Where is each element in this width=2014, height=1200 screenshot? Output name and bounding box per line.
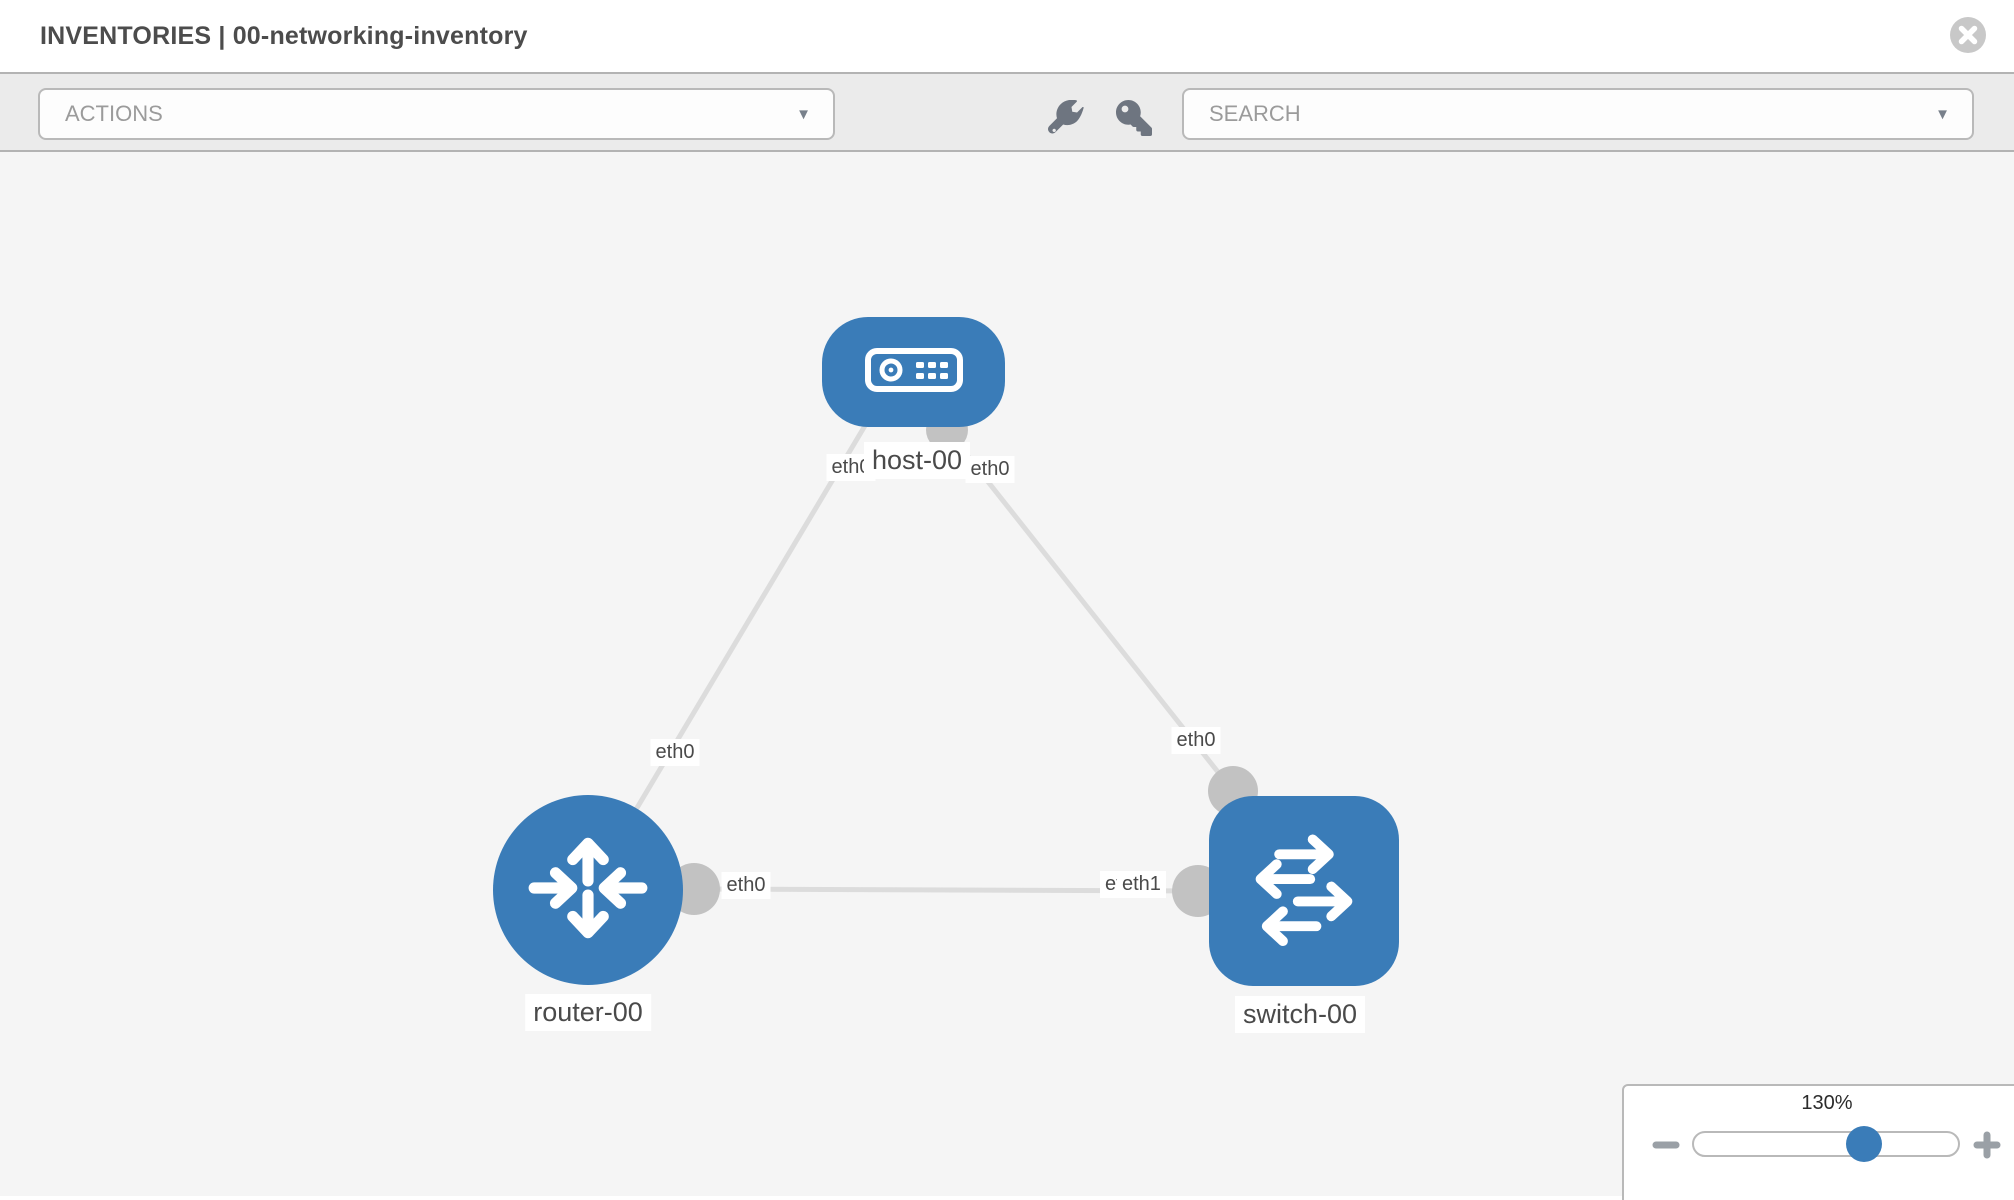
- node-router-00[interactable]: [493, 795, 683, 985]
- chevron-down-icon: ▼: [796, 105, 811, 123]
- chevron-down-icon: ▼: [1935, 105, 1950, 123]
- switch-icon: [1242, 827, 1366, 956]
- zoom-out-button[interactable]: [1652, 1131, 1680, 1159]
- configure-button[interactable]: [1046, 99, 1086, 139]
- zoom-slider-thumb[interactable]: [1846, 1126, 1883, 1162]
- actions-dropdown[interactable]: ACTIONS ▼: [38, 88, 835, 140]
- plus-icon: [1973, 1131, 2001, 1162]
- interface-label: eth1: [1117, 871, 1166, 898]
- search-dropdown-label: SEARCH: [1209, 101, 1301, 126]
- zoom-slider[interactable]: [1692, 1126, 1960, 1162]
- host-icon: [864, 346, 964, 399]
- page-title: INVENTORIES | 00-networking-inventory: [40, 22, 528, 50]
- key-icon: [1116, 99, 1152, 139]
- interface-label: eth0: [1171, 727, 1221, 754]
- wrench-icon: [1048, 99, 1084, 139]
- header: INVENTORIES | 00-networking-inventory: [0, 0, 2014, 74]
- node-switch-00[interactable]: [1209, 796, 1399, 986]
- actions-dropdown-label: ACTIONS: [65, 101, 163, 126]
- search-dropdown[interactable]: SEARCH ▼: [1182, 88, 1974, 140]
- interface-label: eth0: [721, 872, 771, 899]
- close-icon: [1949, 17, 1987, 57]
- close-button[interactable]: [1949, 16, 1987, 54]
- toolbar: ACTIONS ▼ SEARCH ▼: [0, 74, 2014, 152]
- node-label-host-00: host-00: [863, 442, 971, 479]
- zoom-in-button[interactable]: [1973, 1131, 2001, 1159]
- credentials-button[interactable]: [1114, 99, 1154, 139]
- node-host-00[interactable]: [822, 317, 1005, 427]
- minus-icon: [1652, 1141, 1680, 1162]
- router-icon: [522, 822, 654, 959]
- topology-canvas[interactable]: eth0 host-00 eth0 eth0 eth0 eth0 eth0 et…: [0, 152, 2014, 1200]
- zoom-panel: 130%: [1622, 1084, 2014, 1200]
- node-label-router-00: router-00: [525, 994, 651, 1031]
- interface-label: eth0: [650, 739, 700, 766]
- node-label-switch-00: switch-00: [1234, 996, 1366, 1033]
- zoom-level: 130%: [1801, 1092, 1853, 1114]
- interface-label: eth0: [965, 456, 1015, 483]
